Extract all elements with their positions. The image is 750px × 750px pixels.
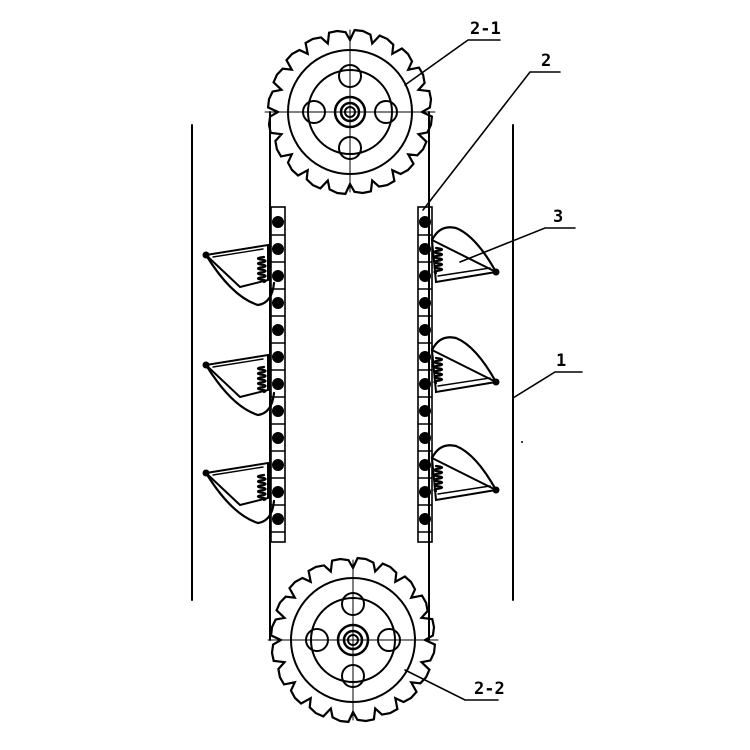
buckets-left	[202, 243, 276, 525]
chain-right-roller	[419, 513, 431, 525]
callout-housing: 1	[556, 351, 566, 371]
bucket-left	[203, 243, 269, 289]
bucket-tip	[492, 378, 500, 386]
bucket-arm	[430, 336, 498, 384]
bucket-rim	[212, 466, 264, 476]
bucket-rim	[437, 377, 491, 387]
bucket-tip	[202, 361, 210, 369]
chain-right-roller	[419, 432, 431, 444]
chain-left-roller	[272, 432, 284, 444]
bucket-spring	[256, 255, 267, 284]
chain-links-right	[417, 216, 433, 533]
bucket-rim	[437, 485, 491, 495]
chain-left-roller	[272, 270, 284, 282]
chain-right-roller	[419, 459, 431, 471]
bucket-arm	[204, 363, 276, 417]
bucket-rim	[212, 248, 264, 258]
bucket-spring	[433, 246, 444, 275]
callout-top-sprocket: 2-1	[470, 19, 501, 39]
top-sprocket	[264, 28, 436, 196]
callout-bucket: 3	[553, 207, 563, 227]
bucket-spring	[433, 356, 444, 385]
chain-left-roller	[272, 378, 284, 390]
bucket-spring	[433, 464, 444, 493]
callout-bottom-sprocket: 2-2	[474, 679, 505, 699]
bucket-arm	[430, 226, 498, 274]
chain-right-roller	[419, 351, 431, 363]
bucket-tip	[492, 486, 500, 494]
chain-left-roller	[272, 513, 284, 525]
chain-left-roller	[272, 243, 284, 255]
bucket-rim	[437, 267, 491, 277]
chain-right-roller	[419, 405, 431, 417]
chain-right-roller	[419, 270, 431, 282]
bucket-left	[203, 461, 269, 507]
chain-left-roller	[272, 459, 284, 471]
buckets-right	[430, 226, 500, 502]
bucket-tip	[202, 469, 210, 477]
bucket-spring	[256, 365, 267, 394]
chain-left-roller	[272, 324, 284, 336]
chain-left-roller	[272, 405, 284, 417]
chain-right-roller	[419, 243, 431, 255]
leader-lines	[404, 39, 583, 701]
bucket-tip	[202, 251, 210, 259]
housing-walls	[191, 124, 514, 601]
speck	[521, 441, 523, 443]
chain-left-roller	[272, 297, 284, 309]
chain-left-roller	[272, 351, 284, 363]
callout-chain: 2	[541, 51, 551, 71]
chain-right-roller	[419, 378, 431, 390]
chain	[269, 111, 433, 641]
bucket-arm	[204, 253, 276, 307]
bucket-arm	[430, 444, 498, 492]
chain-right-roller	[419, 297, 431, 309]
bucket-tip	[492, 268, 500, 276]
bucket-rim	[212, 358, 264, 368]
bucket-left	[203, 353, 269, 399]
chain-right-roller	[419, 324, 431, 336]
bottom-sprocket	[267, 556, 439, 724]
chain-right-roller	[419, 486, 431, 498]
bucket-arm	[204, 471, 276, 525]
chain-left-roller	[272, 486, 284, 498]
bucket-spring	[256, 473, 267, 502]
chain-left-roller	[272, 216, 284, 228]
chain-right-roller	[419, 216, 431, 228]
chain-links-left	[270, 216, 286, 533]
